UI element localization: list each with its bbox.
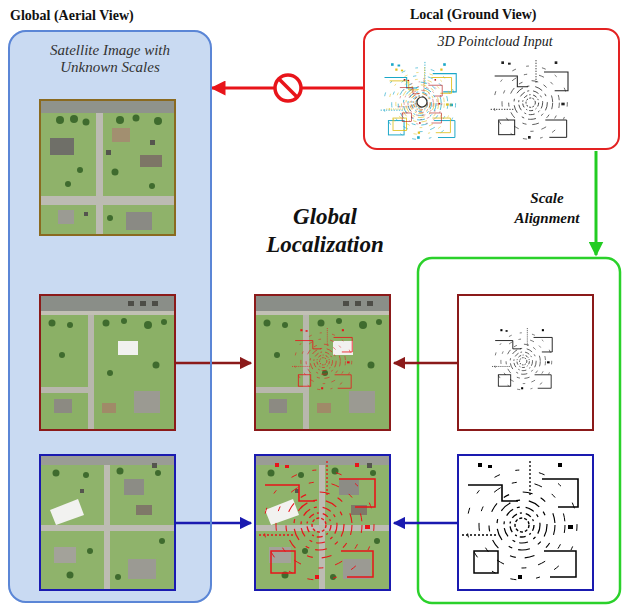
satellite-tiles-part <box>40 455 175 590</box>
scaled-pointclouds-part <box>462 461 578 580</box>
pointcloud-input-part <box>398 78 443 124</box>
satellite-tiles-part <box>40 295 175 430</box>
localization-results-part <box>255 455 390 590</box>
localization-results-part <box>255 295 390 430</box>
pointcloud-input-part <box>417 97 427 107</box>
pointcloud-input-part <box>386 67 451 134</box>
panel-heading: Local (Ground View) <box>410 7 610 23</box>
localization-results-part <box>255 295 390 430</box>
scaled-pointclouds-part <box>458 455 593 590</box>
arrow-label: Scale Alignment <box>506 189 588 228</box>
satellite-tiles-part <box>40 100 175 235</box>
localization-results <box>255 295 390 590</box>
satellite-tiles-part <box>40 455 175 590</box>
panel-caption: Satellite Image with Unknown Scales <box>22 42 198 77</box>
flow-arrows-part <box>394 522 457 525</box>
prohibited-symbol <box>275 75 301 101</box>
ground-input-box: Local (Ground View)3D Pointcloud Input <box>363 28 620 150</box>
flow-arrows-part <box>595 151 598 255</box>
pointcloud-input-part <box>491 60 568 139</box>
localization-results-part <box>255 455 390 590</box>
flow-arrows-part <box>176 522 251 525</box>
localization-results-part <box>292 328 352 390</box>
panel-heading: Global (Aerial View) <box>10 8 210 24</box>
scaled-pointclouds-part <box>458 295 593 430</box>
satellite-tiles-part <box>40 295 175 430</box>
satellite-tiles-part <box>40 100 175 235</box>
satellite-tiles <box>40 100 175 590</box>
prohibited-symbol-part <box>275 75 301 101</box>
alignment-panel <box>418 258 620 603</box>
pointcloud-input-part <box>381 62 457 140</box>
flow-arrows-part <box>176 362 251 365</box>
flow-arrows <box>176 151 596 523</box>
input-caption: 3D Pointcloud Input <box>415 34 575 50</box>
prohibited-symbol-part <box>279 79 297 97</box>
center-title: Global Localization <box>240 203 410 258</box>
scaled-pointclouds-part <box>458 295 593 430</box>
aerial-panel: Global (Aerial View)Satellite Image with… <box>8 30 212 603</box>
flow-arrows-part <box>394 362 457 365</box>
pointcloud-input <box>381 60 568 139</box>
localization-results-part <box>259 461 375 580</box>
scaled-pointclouds-part <box>458 455 593 590</box>
scaled-pointclouds-part <box>492 328 552 390</box>
scaled-pointclouds <box>458 295 593 590</box>
aerial-panel-fill <box>8 30 212 603</box>
